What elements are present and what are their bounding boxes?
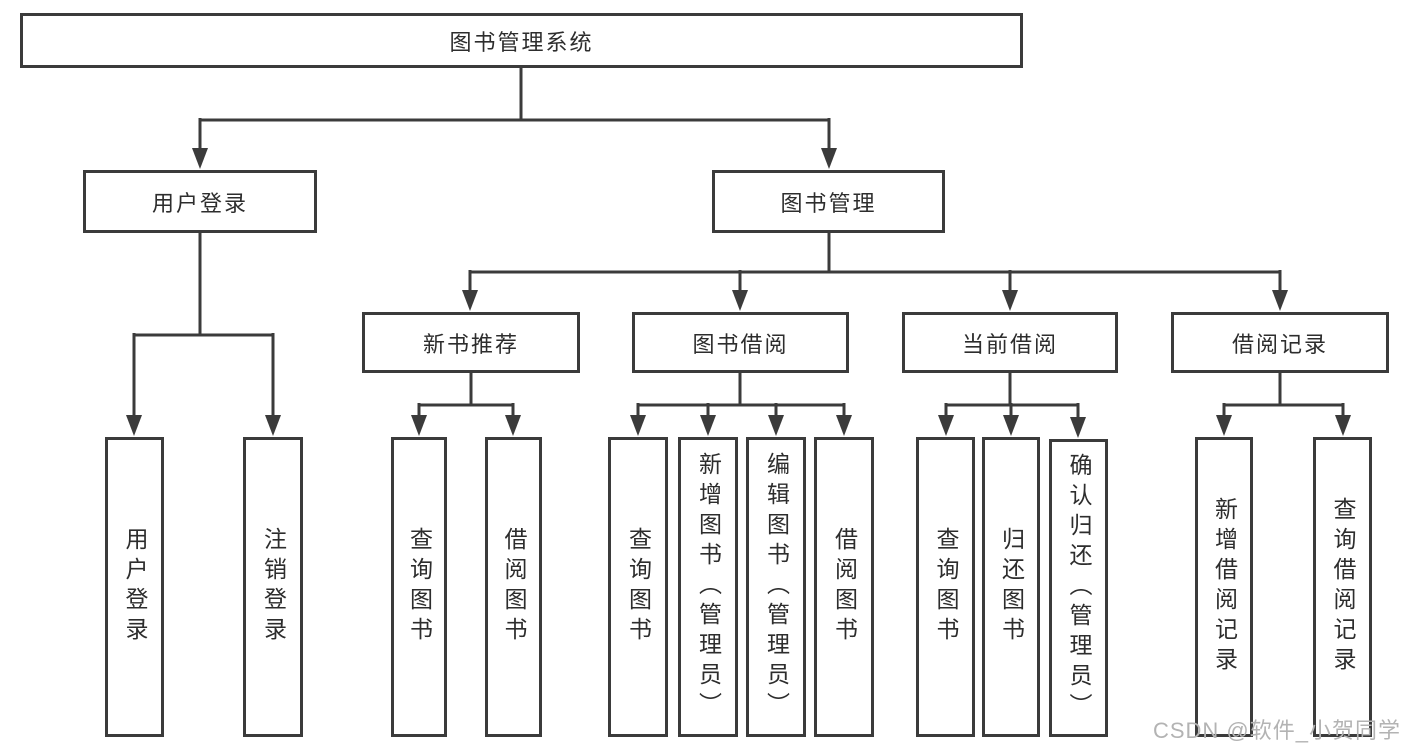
leaf-logout: 注销登录	[243, 437, 303, 737]
node-user-login: 用户登录	[83, 170, 317, 233]
leaf-query-book-3: 查询图书	[916, 437, 975, 737]
connector-user-login-branch	[126, 233, 281, 436]
node-book-borrow: 图书借阅	[632, 312, 849, 373]
connector-current-borrow-branch	[938, 373, 1086, 438]
leaf-add-book-admin: 新增图书（管理员）	[678, 437, 738, 737]
leaf-query-borrow-record: 查询借阅记录	[1313, 437, 1372, 737]
leaf-query-book-1: 查询图书	[391, 437, 447, 737]
node-new-book-recommend: 新书推荐	[362, 312, 580, 373]
leaf-query-book-2: 查询图书	[608, 437, 668, 737]
leaf-borrow-book-1: 借阅图书	[485, 437, 542, 737]
connector-new-book-branch	[411, 373, 521, 436]
leaf-user-login: 用户登录	[105, 437, 164, 737]
leaf-add-borrow-record: 新增借阅记录	[1195, 437, 1253, 737]
leaf-return-book: 归还图书	[982, 437, 1040, 737]
connector-book-mgmt-to-row3	[462, 233, 1288, 311]
leaf-confirm-return-admin: 确认归还（管理员）	[1049, 439, 1108, 737]
node-current-borrow: 当前借阅	[902, 312, 1118, 373]
connector-root-to-level2	[192, 68, 837, 169]
leaf-edit-book-admin: 编辑图书（管理员）	[746, 437, 806, 737]
connector-borrow-record-branch	[1216, 373, 1351, 436]
node-book-management: 图书管理	[712, 170, 945, 233]
node-borrow-record: 借阅记录	[1171, 312, 1389, 373]
connector-book-borrow-branch	[630, 373, 852, 436]
csdn-watermark: CSDN @软件_小贺同学	[1152, 718, 1401, 743]
leaf-borrow-book-2: 借阅图书	[814, 437, 874, 737]
node-system-root: 图书管理系统	[20, 13, 1023, 68]
